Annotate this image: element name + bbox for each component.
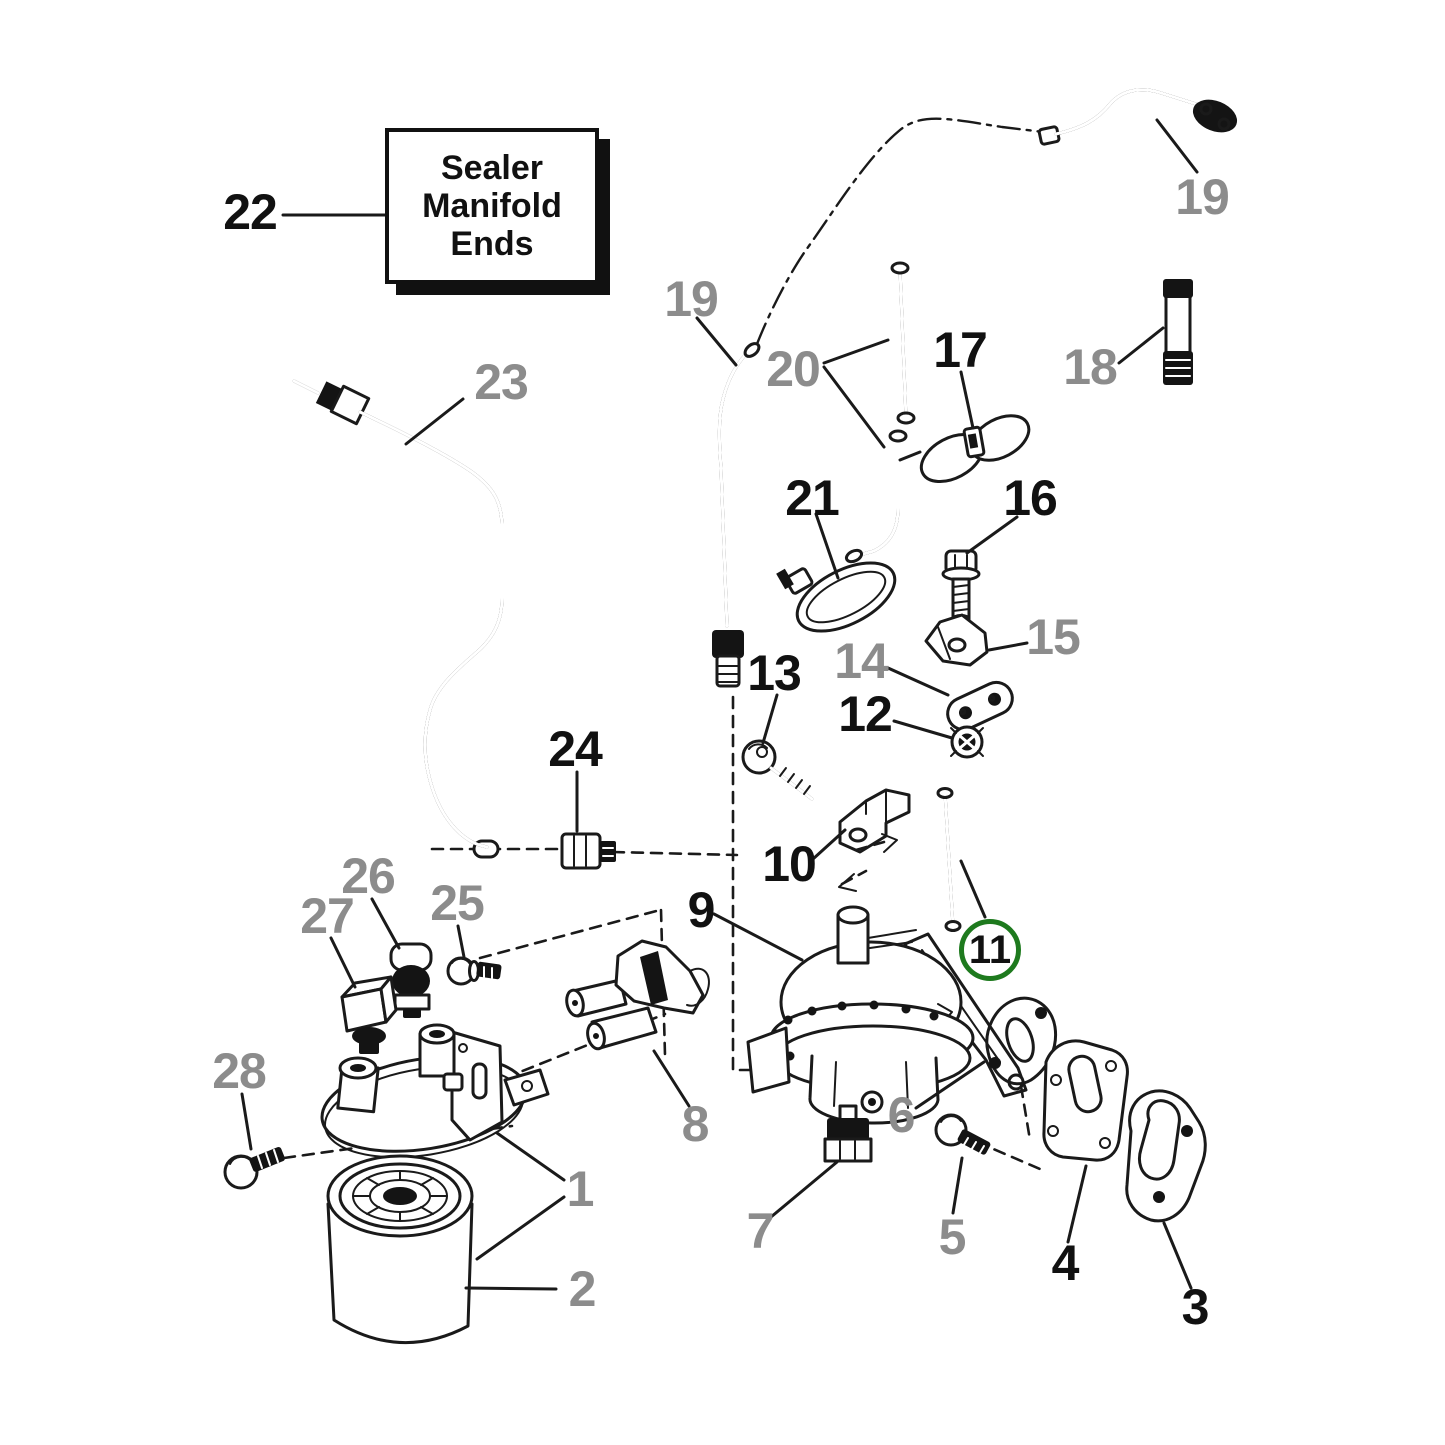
part-1-filter-head (320, 1023, 566, 1261)
callout-4: 4 (1051, 1235, 1080, 1291)
note-box-sealer-manifold-ends: Sealer Manifold Ends (385, 128, 599, 284)
part-6-gasket (914, 996, 1058, 1110)
part-23-fuel-line (292, 379, 504, 849)
part-13-bolt (741, 693, 814, 801)
callout-25: 25 (430, 875, 485, 931)
callout-1: 1 (566, 1161, 595, 1217)
callout-13: 13 (747, 645, 802, 701)
callout-21: 21 (785, 470, 840, 526)
callout-28: 28 (212, 1043, 267, 1099)
part-10-bracket (811, 788, 911, 892)
part-27-plug (329, 936, 398, 1054)
part-7-fitting (769, 1104, 873, 1219)
callout-12: 12 (838, 686, 893, 742)
part-4-mounting-plate (1042, 1039, 1129, 1244)
callout-20: 20 (766, 341, 821, 397)
part-25-bolt (446, 924, 502, 986)
part-12-nut (892, 719, 984, 759)
callout-3: 3 (1181, 1279, 1210, 1335)
callout-26: 26 (341, 848, 396, 904)
part-18-nipple (1117, 279, 1193, 385)
part-8-bracket (565, 939, 710, 1108)
callout-17: 17 (933, 322, 988, 378)
callout-14: 14 (834, 633, 889, 689)
callout-5: 5 (938, 1209, 967, 1265)
part-5-bolt (934, 1113, 991, 1215)
part-26-fitting (370, 897, 433, 1018)
callout-22: 22 (223, 184, 278, 240)
part-11-tube (936, 787, 987, 932)
callout-19-top: 19 (1175, 169, 1230, 225)
callout-2: 2 (568, 1261, 597, 1317)
part-3-gasket (1125, 1089, 1207, 1290)
callout-16: 16 (1003, 470, 1058, 526)
callout-8: 8 (681, 1096, 710, 1152)
callout-7: 7 (746, 1203, 775, 1259)
part-24-fitting (560, 770, 616, 870)
part-14-spacer-plate (886, 666, 1014, 732)
callout-6: 6 (887, 1087, 916, 1143)
part-19-fuel-hose (1037, 88, 1238, 174)
part-20-tubes (822, 261, 916, 564)
centerline (755, 117, 1062, 346)
part-16-bolt (941, 515, 1019, 624)
part-9-fuel-pump (712, 905, 1028, 1125)
part-17-tie-strap (898, 370, 1031, 483)
part-19-fuel-tube (695, 316, 847, 1110)
callout-15: 15 (1026, 609, 1081, 665)
callout-27: 27 (300, 888, 355, 944)
part-2-filter-canister (326, 1154, 558, 1345)
callout-10: 10 (762, 836, 817, 892)
callout-19-mid: 19 (664, 271, 719, 327)
part-21-hose-clamp (776, 512, 897, 633)
part-15-bracket (924, 613, 1029, 667)
callout-24: 24 (548, 721, 603, 777)
callout-11: 11 (968, 927, 1012, 972)
callout-9: 9 (687, 882, 716, 938)
callout-18: 18 (1063, 339, 1118, 395)
callout-11-highlight-circle: 11 (959, 919, 1021, 981)
callout-23: 23 (474, 354, 529, 410)
